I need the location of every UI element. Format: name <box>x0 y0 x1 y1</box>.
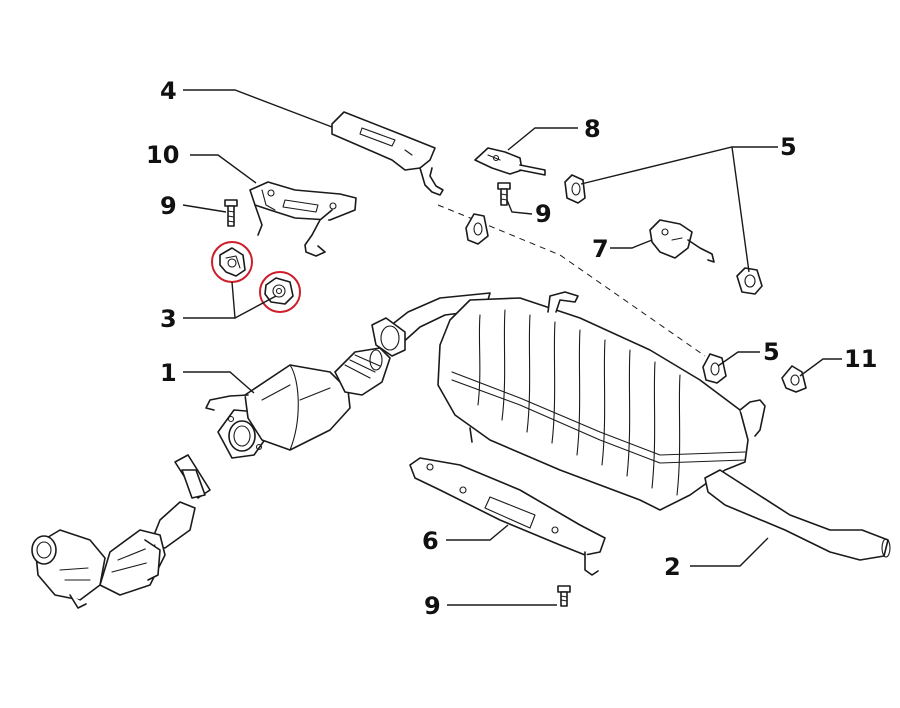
part-5-rubber-hanger-lower[interactable] <box>702 353 727 384</box>
callout-7: 7 <box>592 235 609 263</box>
part-10-bracket[interactable] <box>249 181 357 257</box>
callout-labels: 4 10 9 3 1 8 9 5 7 5 11 6 2 9 <box>146 77 877 620</box>
callout-9-bottom: 9 <box>424 592 441 620</box>
callout-9-middle: 9 <box>535 200 552 228</box>
callout-4: 4 <box>160 77 177 105</box>
part-front-downpipe <box>31 454 211 609</box>
highlight-ring-mount-b <box>259 271 301 313</box>
part-9-bolt-bottom[interactable] <box>557 585 571 607</box>
callout-3: 3 <box>160 305 177 333</box>
part-8-bracket[interactable] <box>474 147 546 176</box>
part-6-bracket[interactable] <box>409 457 606 576</box>
part-9-bolt-left[interactable] <box>224 199 238 227</box>
callout-5-upper: 5 <box>780 133 797 161</box>
leader-lines <box>182 89 842 606</box>
callout-11: 11 <box>844 345 877 373</box>
callout-9-left: 9 <box>160 192 177 220</box>
part-5-rubber-hanger-center[interactable] <box>465 213 489 245</box>
callout-10: 10 <box>146 141 179 169</box>
part-7-bracket[interactable] <box>649 219 715 263</box>
callout-1: 1 <box>160 359 177 387</box>
part-3-rubber-mount-a[interactable] <box>219 247 246 277</box>
part-11-clip[interactable] <box>781 365 807 393</box>
part-1-catalytic-converter[interactable] <box>205 347 391 459</box>
part-2-rear-muffler[interactable] <box>371 291 891 561</box>
part-5-rubber-hanger-right[interactable] <box>736 267 763 295</box>
part-9-bolt-middle[interactable] <box>497 182 511 206</box>
assembly-centerline <box>437 204 706 357</box>
callout-8: 8 <box>584 115 601 143</box>
part-5-rubber-hanger-upper[interactable] <box>564 174 586 204</box>
callout-6: 6 <box>422 527 439 555</box>
callout-5-lower: 5 <box>763 338 780 366</box>
callout-2: 2 <box>664 553 681 581</box>
part-4-bracket[interactable] <box>331 111 444 196</box>
